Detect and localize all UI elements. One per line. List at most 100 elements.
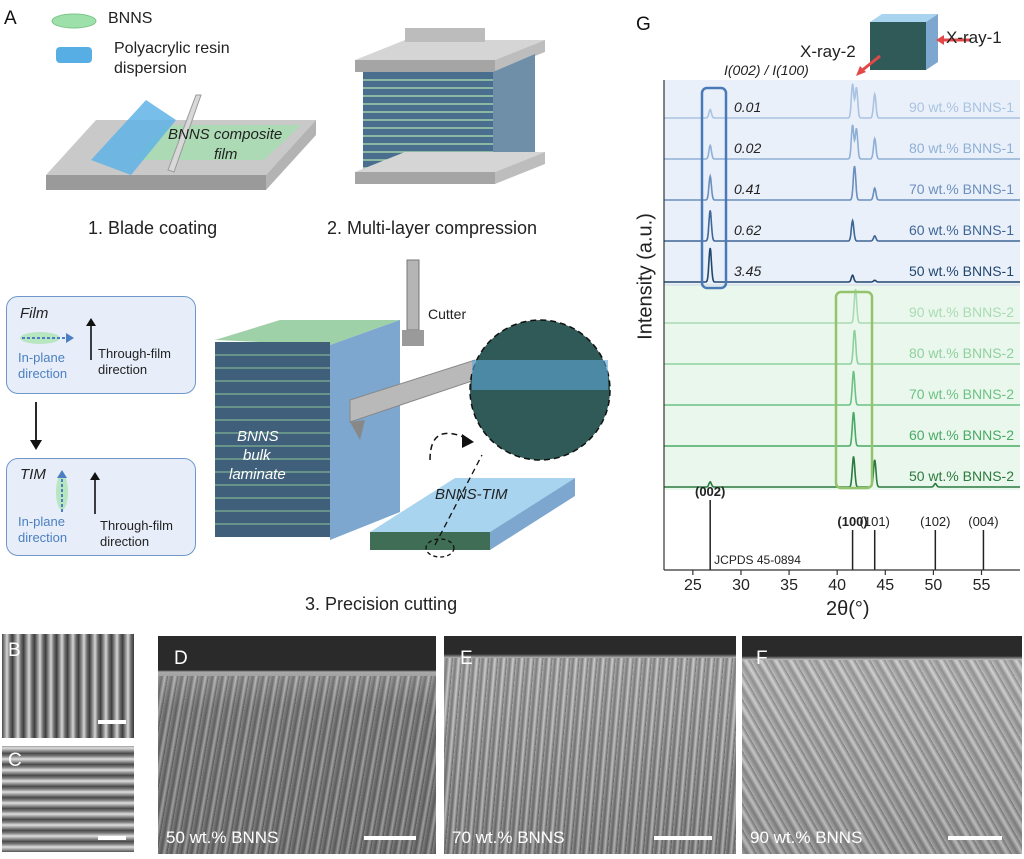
y-axis-label: Intensity (a.u.): [634, 213, 657, 340]
scalebar-e: [654, 836, 712, 840]
sem-label-f: 90 wt.% BNNS: [750, 828, 863, 847]
xrd-series-line: [664, 370, 1020, 406]
xrd-series-label: 50 wt.% BNNS-1: [909, 263, 1014, 279]
xrd-series-line: [664, 247, 1020, 283]
sem-label-d: 50 wt.% BNNS: [166, 828, 279, 847]
x-axis-label: 2θ(°): [826, 598, 870, 620]
reference-peak-label: (004): [968, 514, 998, 529]
tim-slab-label: BNNS-TIM: [435, 486, 508, 503]
ratio-value: 0.41: [734, 181, 761, 197]
panel-c-letter: C: [8, 750, 22, 771]
sem-image-d: 50 wt.% BNNS: [158, 636, 436, 854]
film-direction-box: [6, 296, 196, 394]
scalebar-d: [364, 836, 416, 840]
panel-f-letter: F: [756, 648, 768, 669]
xrd-series-label: 70 wt.% BNNS-2: [909, 386, 1014, 402]
tim-through-line1: Through-film: [100, 518, 173, 533]
ratio-value: 0.01: [734, 99, 761, 115]
precision-cutting-illustration: [215, 259, 611, 558]
x-tick-label: 50: [925, 577, 943, 594]
film-inplane-line1: In-plane: [18, 350, 65, 365]
sem-image-b: [2, 634, 134, 738]
x-tick-label: 40: [828, 577, 846, 594]
sem-label-e: 70 wt.% BNNS: [452, 828, 565, 847]
multilayer-compression-illustration: [355, 28, 545, 184]
xray2-label: X-ray-2: [800, 42, 856, 61]
blue-highlight-box: [700, 86, 728, 290]
bnns1-background: [664, 80, 1020, 285]
x-tick-label: 55: [973, 577, 991, 594]
step1-label: 1. Blade coating: [88, 218, 218, 238]
scalebar-f: [948, 836, 1002, 840]
scalebar-b: [98, 720, 126, 724]
sem-image-f: 90 wt.% BNNS: [742, 636, 1022, 854]
x-tick-label: 45: [876, 577, 894, 594]
x-tick-label: 30: [732, 577, 750, 594]
xrd-series-label: 60 wt.% BNNS-2: [909, 427, 1014, 443]
xrd-series-line: [664, 411, 1020, 447]
xrd-series-label: 60 wt.% BNNS-1: [909, 222, 1014, 238]
xrd-series-line: [664, 124, 1020, 160]
film-through-arrow-icon: [86, 318, 96, 360]
reference-peak-label: (102): [920, 514, 950, 529]
reference-card-label: JCPDS 45-0894: [714, 553, 801, 567]
ratio-value: 0.62: [734, 222, 761, 238]
xrd-series-line: [664, 329, 1020, 365]
film-through-line1: Through-film: [98, 346, 171, 361]
legend-resin-line1: Polyacrylic resin: [114, 40, 230, 57]
tim-direction-box: [6, 458, 196, 556]
ratio-label: I(002) / I(100): [724, 62, 809, 78]
tim-through-line2: direction: [100, 534, 150, 549]
resin-legend-icon: [56, 47, 92, 63]
sem-image-e: 70 wt.% BNNS: [444, 636, 736, 854]
down-arrow-icon: [30, 402, 42, 450]
reference-peak-label: (101): [860, 514, 890, 529]
legend-bnns: BNNS: [108, 10, 153, 27]
panel-b-letter-overlay: B: [8, 640, 21, 661]
film-through-line2: direction: [98, 362, 148, 377]
tim-through-arrow-icon: [90, 472, 100, 514]
film-label-line2: film: [214, 146, 238, 163]
xrd-series-line: [664, 210, 1020, 242]
x-axis-group: 25 30 35 40 45 50 55: [664, 569, 1020, 594]
panel-e-letter: E: [460, 648, 473, 669]
xrd-series-line: [664, 288, 1020, 324]
tim-box-title: TIM: [20, 466, 46, 483]
tim-inplane-line2: direction: [18, 530, 68, 545]
panel-d-letter: D: [174, 648, 188, 669]
tim-inplane-line1: In-plane: [18, 514, 65, 529]
x-tick-label: 35: [780, 577, 798, 594]
x-tick-label: 25: [684, 577, 702, 594]
sem-image-c: [2, 746, 134, 852]
xray1-label: X-ray-1: [946, 28, 1002, 47]
reference-peak-label: (002): [695, 484, 725, 499]
bulk-label-line2: bulk: [243, 447, 271, 464]
reference-lines-group: (002) (100)(101) (102) (004) JCPDS 45-0894: [695, 484, 999, 570]
xrd-series-line: [664, 83, 1020, 119]
tim-inplane-arrow-icon: [56, 470, 68, 512]
bnns-legend-icon: [51, 13, 97, 29]
xrd-series-label: 80 wt.% BNNS-1: [909, 140, 1014, 156]
ratio-value: 3.45: [734, 263, 761, 279]
xrd-series-label: 90 wt.% BNNS-2: [909, 304, 1014, 320]
step2-label: 2. Multi-layer compression: [327, 218, 538, 238]
scalebar-c: [98, 836, 126, 840]
xrd-series-label: 50 wt.% BNNS-2: [909, 468, 1014, 484]
bnns2-background: [664, 285, 1020, 490]
xrd-series-label: 70 wt.% BNNS-1: [909, 181, 1014, 197]
film-box-title: Film: [20, 305, 49, 322]
reference-peak-label: (100): [837, 514, 867, 529]
ratio-value: 0.02: [734, 140, 761, 156]
bulk-label-line1: BNNS: [237, 428, 279, 445]
film-inplane-arrow-icon: [20, 332, 74, 344]
bulk-label-line3: laminate: [229, 466, 286, 483]
xrd-series-label: 80 wt.% BNNS-2: [909, 345, 1014, 361]
panel-g-letter: G: [636, 14, 651, 35]
film-inplane-line2: direction: [18, 366, 68, 381]
panel-a-letter: A: [4, 8, 17, 29]
cutter-label: Cutter: [428, 306, 467, 322]
step3-label: 3. Precision cutting: [305, 594, 458, 614]
green-highlight-box: [834, 290, 874, 490]
